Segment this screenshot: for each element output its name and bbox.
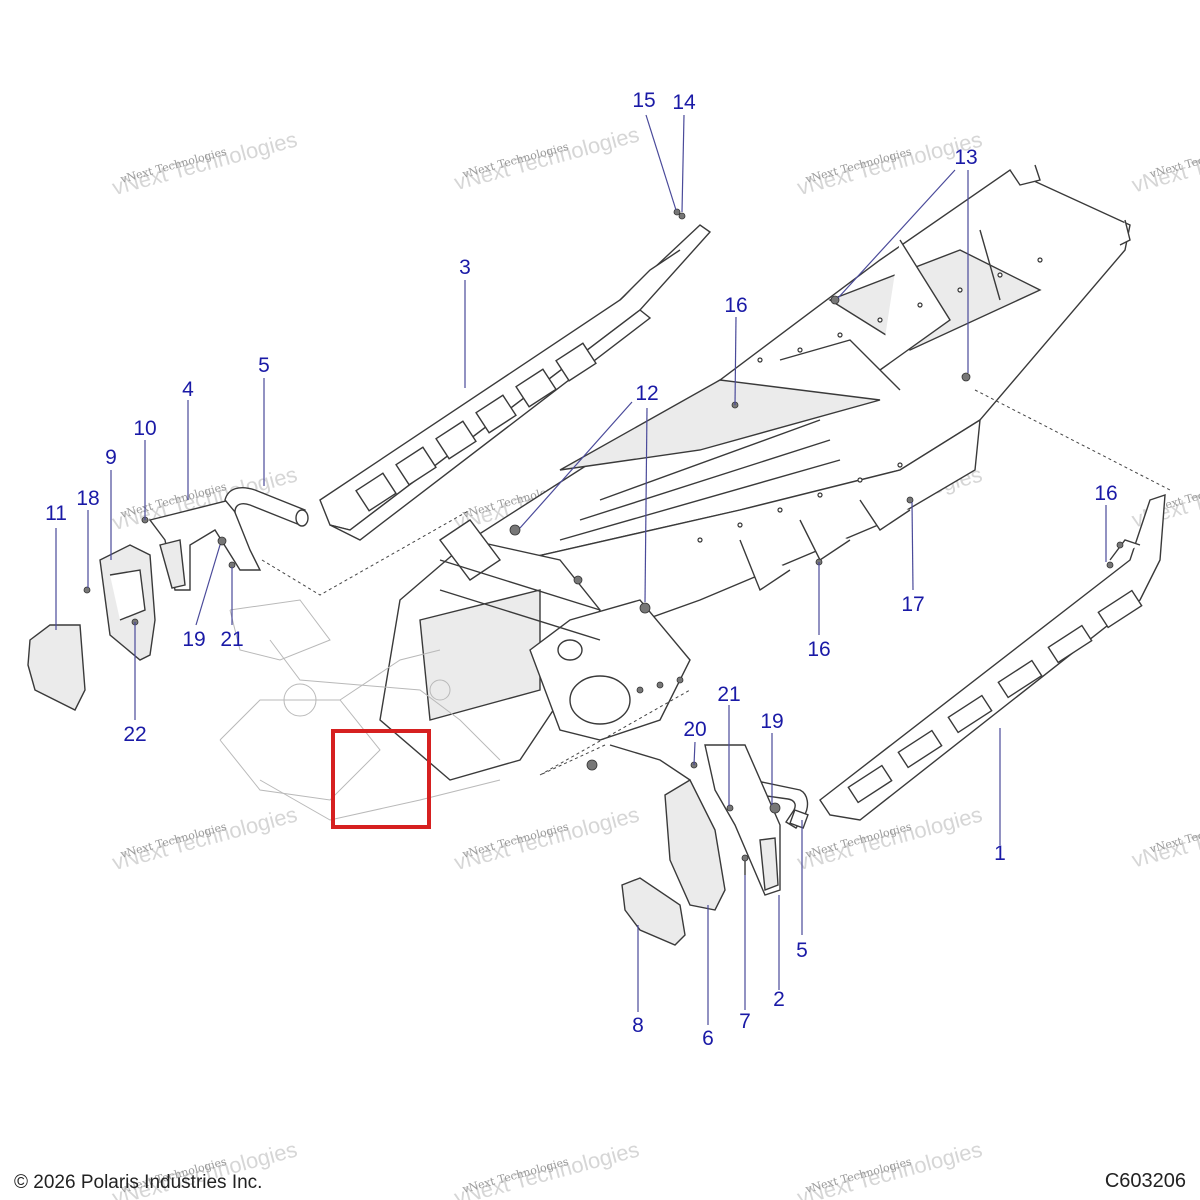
callout-12: 12 [635, 382, 658, 405]
rivet-row [697, 257, 1043, 543]
callout-15: 15 [632, 89, 655, 112]
part-11-pad [27, 624, 86, 711]
callout-6: 6 [702, 1027, 714, 1050]
part-3-upper-rail [319, 208, 712, 541]
watermark: vNext Technologies vNext Technologies [451, 802, 641, 875]
highlight-box [331, 729, 431, 829]
rail-windows [355, 342, 597, 512]
callout-20: 20 [683, 718, 706, 741]
watermark: vNext Technologies vNext Technologies [1129, 799, 1200, 872]
watermark: vNext Technologies vNext Technologies [794, 802, 984, 875]
callout-13: 13 [954, 146, 977, 169]
callout-14: 14 [672, 91, 696, 114]
callout-21-right: 21 [717, 683, 740, 706]
part-4-bracket [148, 499, 262, 591]
callout-5-right: 5 [796, 939, 808, 962]
callout-19-right: 19 [760, 710, 783, 733]
part-1-lower-rail [819, 494, 1166, 821]
callout-10: 10 [133, 417, 156, 440]
part-2-bracket [704, 744, 781, 896]
callout-18: 18 [76, 487, 99, 510]
callout-19-left: 19 [182, 628, 205, 651]
watermark: vNext Technologies vNext Technologies [109, 127, 299, 200]
callout-22: 22 [123, 723, 146, 746]
fasteners [83, 295, 1124, 814]
callout-5-left: 5 [258, 354, 270, 377]
watermark: vNext Technologies vNext Technologies [794, 1137, 984, 1200]
callout-17: 17 [901, 593, 924, 616]
watermark: vNext Technologies vNext Technologies [451, 1137, 641, 1200]
callout-8: 8 [632, 1014, 644, 1037]
part-5-left-handle [224, 487, 309, 527]
watermark: vNext Technologies vNext Technologies [109, 802, 299, 875]
leader-lines [55, 114, 1107, 1025]
callout-9: 9 [105, 446, 117, 469]
watermark: vNext Technologies vNext Technologies [1129, 124, 1200, 197]
callout-4: 4 [182, 378, 194, 401]
part-9-side-plate [99, 544, 156, 661]
copyright-notice: © 2026 Polaris Industries Inc. [14, 1172, 263, 1193]
callout-2: 2 [773, 988, 785, 1011]
part-8-pad [621, 877, 686, 946]
callout-16-top: 16 [724, 294, 747, 317]
callout-21-left: 21 [220, 628, 243, 651]
callout-1: 1 [994, 842, 1006, 865]
chassis-tunnel [449, 164, 1131, 651]
callout-16-mid: 16 [807, 638, 830, 661]
callout-7: 7 [739, 1010, 751, 1033]
callout-11: 11 [45, 502, 67, 525]
callout-16-right: 16 [1094, 482, 1117, 505]
part-6-side-plate [609, 744, 726, 911]
figure-code: C603206 [1104, 1170, 1186, 1192]
callouts: 1 2 3 4 5 5 6 7 8 9 10 11 12 13 14 15 16… [45, 89, 1118, 1050]
part-7-pin [741, 854, 749, 875]
callout-3: 3 [459, 256, 471, 279]
watermark: vNext Technologies vNext Technologies [451, 122, 641, 195]
assembly-lines [261, 389, 1171, 776]
rail-windows [847, 589, 1143, 804]
front-suspension-ghost [219, 599, 501, 821]
bulkhead [379, 519, 691, 781]
